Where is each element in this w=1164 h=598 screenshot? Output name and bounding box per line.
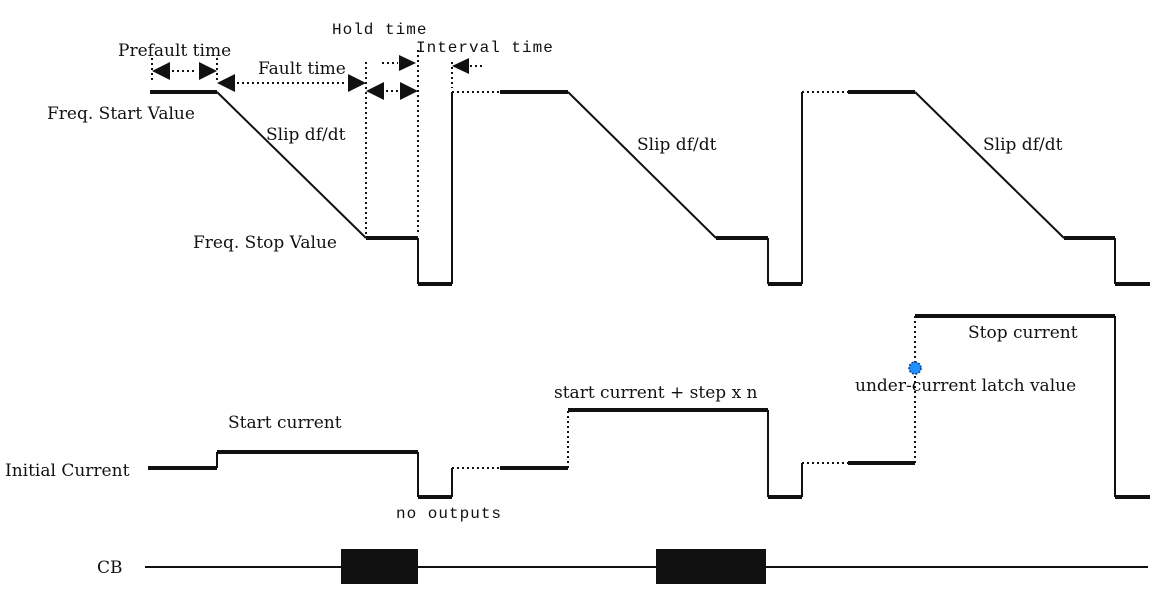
latch-point-icon (908, 361, 922, 375)
no-outputs-label: no outputs (396, 505, 502, 523)
cb-open-block-1 (341, 549, 418, 584)
fault-time-arrow (217, 74, 366, 92)
slip-label-2: Slip df/dt (637, 135, 717, 155)
stop-current-label: Stop current (968, 323, 1078, 343)
under-current-latch-label: under-current latch value (855, 376, 1076, 396)
prefault-time-label: Prefault time (118, 41, 231, 61)
hold-time-label: Hold time (332, 21, 427, 39)
fault-time-label: Fault time (258, 59, 346, 79)
cb-open-block-2 (656, 549, 766, 584)
initial-current-label: Initial Current (5, 461, 130, 481)
interval-time-arrow (452, 58, 484, 74)
hold-interval-double-arrow (366, 82, 418, 100)
hold-time-arrow (382, 55, 416, 71)
frequency-trace (150, 90, 1150, 286)
interval-time-label: Interval time (416, 39, 554, 57)
current-trace (148, 314, 1150, 499)
freq-start-value-label: Freq. Start Value (47, 104, 195, 124)
cb-trace (145, 549, 1148, 584)
start-current-step-label: start current + step x n (554, 383, 758, 403)
slip-label-3: Slip df/dt (983, 135, 1063, 155)
prefault-time-arrow (152, 62, 217, 80)
freq-stop-value-label: Freq. Stop Value (193, 233, 337, 253)
slip-label-1: Slip df/dt (266, 125, 346, 145)
start-current-label: Start current (228, 413, 342, 433)
cb-label: CB (97, 558, 123, 578)
timing-markers (151, 50, 484, 234)
